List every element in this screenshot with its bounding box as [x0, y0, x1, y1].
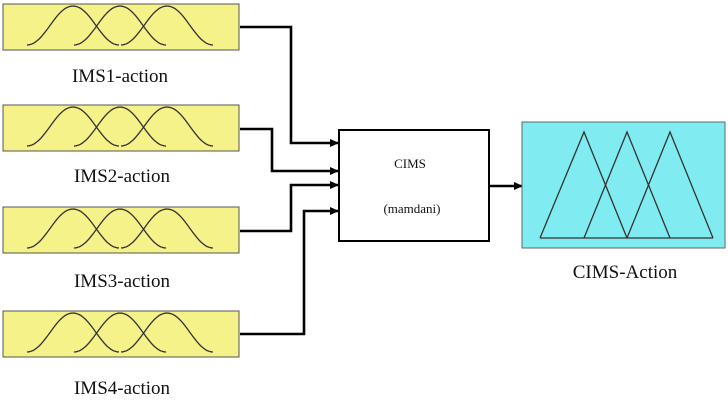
output-block-cims-action: CIMS-Action — [521, 121, 726, 283]
system-name: CIMS — [394, 156, 426, 171]
input-label-ims1: IMS1-action — [72, 66, 169, 87]
input-label-ims4: IMS4-action — [74, 378, 171, 399]
input-block-ims3: IMS3-action — [2, 206, 240, 292]
connector-ims4-to-cims — [240, 207, 339, 336]
input-block-ims4: IMS4-action — [2, 310, 240, 399]
input-label-ims3: IMS3-action — [74, 271, 171, 292]
cims-system-box — [338, 129, 490, 242]
input-block-ims2-body — [2, 104, 240, 152]
cims-system-block: CIMS (mamdani) — [338, 129, 490, 242]
membership-curves-icon — [26, 106, 214, 147]
system-method: (mamdani) — [383, 201, 440, 216]
input-label-ims2: IMS2-action — [74, 166, 171, 187]
connector-ims1-to-cims — [240, 25, 339, 147]
input-block-ims1: IMS1-action — [2, 3, 240, 87]
output-label: CIMS-Action — [573, 262, 678, 283]
membership-curves-icon — [26, 5, 214, 46]
input-block-ims4-body — [2, 310, 240, 358]
input-block-ims1-body — [2, 3, 240, 51]
triangle-membership-icon — [539, 130, 714, 239]
connector-ims3-to-cims — [240, 181, 339, 233]
input-block-ims3-body — [2, 206, 240, 254]
connector-ims2-to-cims — [240, 127, 339, 175]
membership-curves-icon — [26, 208, 214, 249]
membership-curves-icon — [26, 312, 214, 353]
input-block-ims2: IMS2-action — [2, 104, 240, 187]
